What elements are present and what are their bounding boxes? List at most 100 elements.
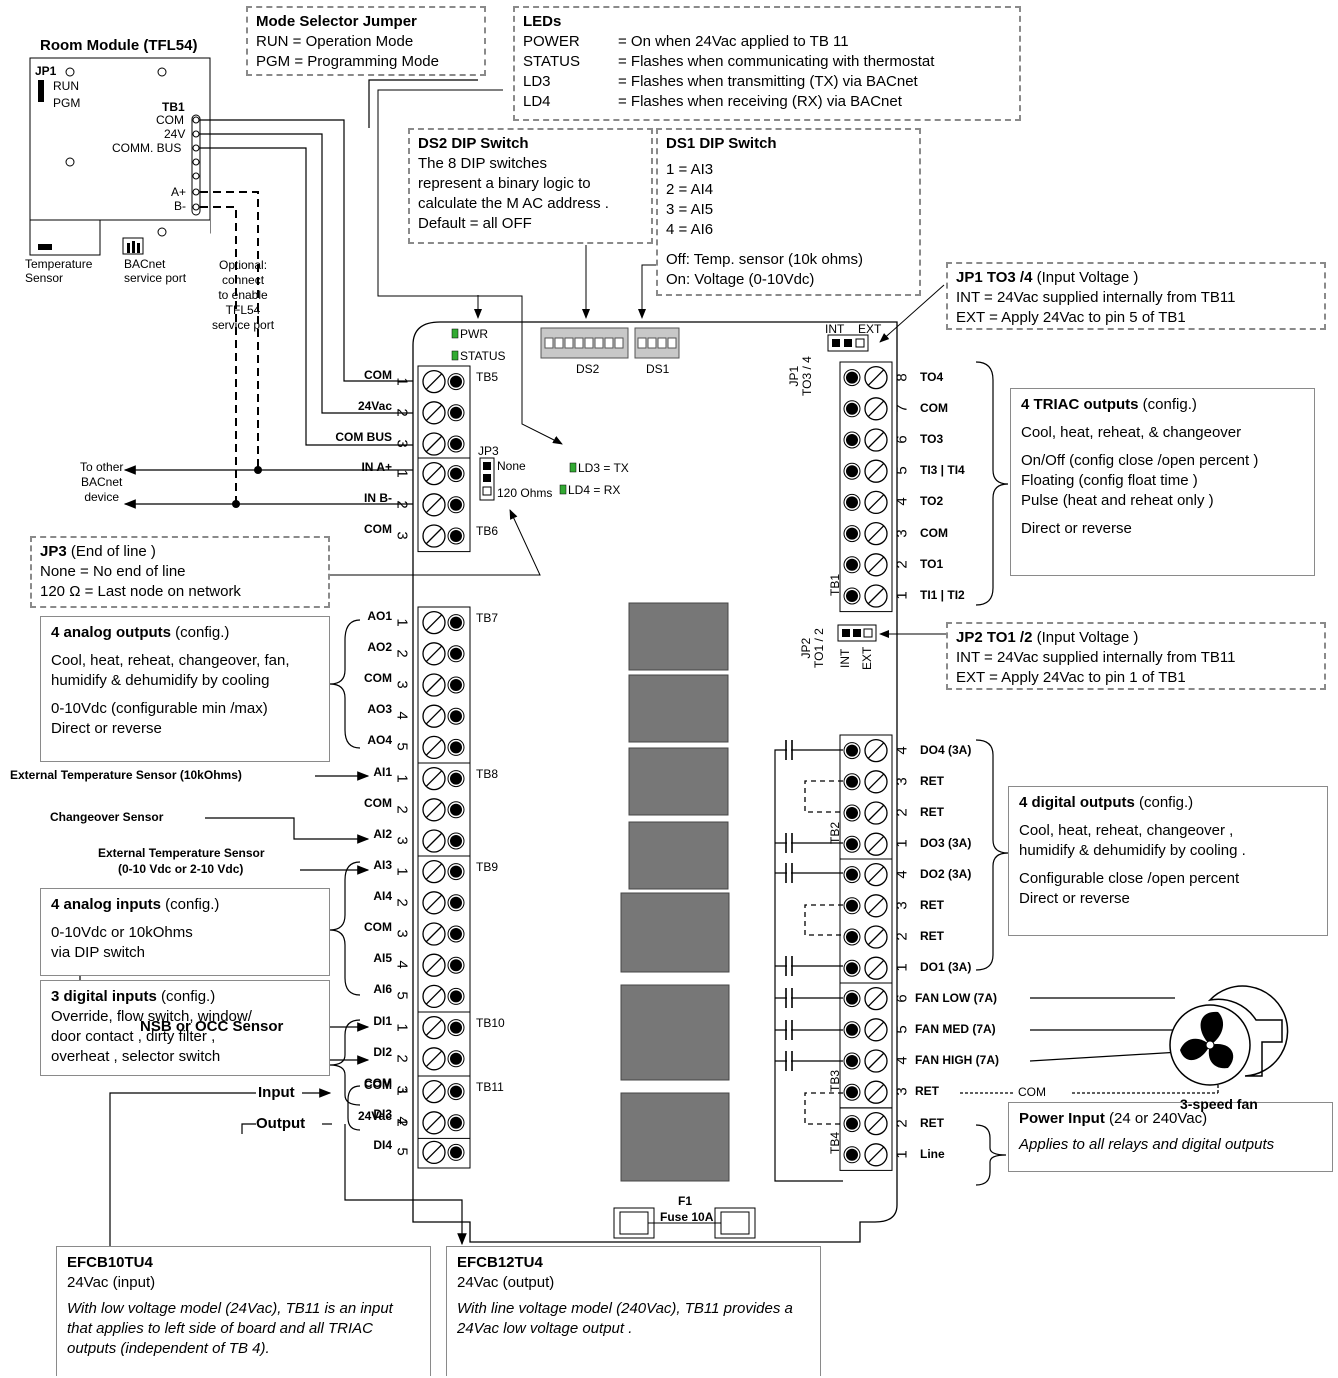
terminal-slot [425,987,443,1005]
terminal-slot [867,1146,885,1164]
terminal-slot [425,496,443,514]
digital-inputs-line: Override, flow switch, window/ [51,1008,252,1025]
terminal-dot [450,1116,462,1129]
terminal-slot [867,1083,885,1101]
terminal-dot [450,741,462,754]
tb-label: TB10 [476,1016,505,1030]
terminal-slot [867,556,885,574]
terminal-dot [450,406,462,419]
digital-outputs-subtitle: (config.) [1134,794,1194,811]
ds1-box: DS1 DIP Switch 1 = AI3 2 = AI4 3 = AI5 4… [656,128,921,296]
terminal-ring [843,1115,861,1133]
terminal-dot [846,496,858,509]
terminal-dot [450,438,462,450]
pin-number: 2 [893,560,911,569]
terminal-ring [447,404,465,422]
pin-number: 4 [893,1056,911,1065]
terminal-ring [447,863,465,881]
terminal-slot [867,866,885,884]
terminal-slot [425,404,443,422]
jp3-none-label: None [497,459,526,473]
terminal-dot [846,744,858,757]
terminal-dot [846,775,858,788]
jp2-box: JP2 TO1 /2 (Input Voltage ) INT = 24Vac … [946,622,1326,690]
jp1-jumper [827,334,869,352]
terminal-slot [425,614,443,632]
terminal-ring [843,369,861,387]
jp1-ext-label: EXT [858,322,882,336]
ds2-label: DS2 [576,362,600,376]
pin-number: 2 [893,932,911,941]
terminal-slot [425,738,443,756]
pin-number: 4 [893,497,911,507]
terminal-dot [450,896,462,909]
input-label: Input [258,1084,295,1101]
fuse [613,1207,756,1239]
ext-temp-v-range-label: (0-10 Vdc or 2-10 Vdc) [118,862,244,876]
terminal-label: COM [364,522,392,536]
room-com-label: COM [156,113,184,127]
jp3-jumper [479,457,495,501]
terminal-ring [843,493,861,511]
terminal-slot [425,863,443,881]
terminal-ring [447,373,465,391]
jp2-int-label: INT [838,648,852,668]
jp3-title: JP3 [40,543,67,560]
dip-cell [647,337,657,349]
terminal-block [839,361,893,613]
pin-number: 3 [393,439,411,448]
bacnet-service-port-label: BACnet service port [124,257,187,285]
changeover-sensor-label: Changeover Sensor [50,810,164,824]
terminal-label: COM [920,525,948,540]
terminal-ring [843,556,861,574]
pin-number: 3 [393,680,411,689]
terminal-label: TO3 [920,432,944,446]
terminal-label: RET [920,805,944,819]
terminal-label: 24Vac [357,398,392,413]
terminal-ring [843,587,861,605]
terminal-ring [447,465,465,483]
ld4-label: LD4 = RX [568,483,621,497]
room-24v-label: 24V [164,127,186,141]
terminal-dot [846,558,858,571]
terminal-dot [846,868,858,881]
terminal-slot [867,897,885,915]
ds2-line: The 8 DIP switches [418,155,547,172]
right-terminal-blocks [839,361,893,1171]
terminal-slot [867,587,885,605]
digital-outputs-line: humidify & dehumidify by cooling . [1019,842,1246,859]
terminal-ring [843,773,861,791]
mode-selector-box: Mode Selector Jumper RUN = Operation Mod… [246,6,486,76]
terminal-ring [447,496,465,514]
terminal-slot [867,1115,885,1133]
triac-line: Direct or reverse [1021,520,1132,537]
terminal-ring [447,987,465,1005]
jp3-board-label: JP3 [478,444,499,458]
pin-number: 1 [393,376,411,386]
terminal-slot [425,1019,443,1037]
room-pgm-label: PGM [53,96,81,110]
terminal-dot [450,1085,462,1098]
terminal-slot [425,435,443,453]
ds1-label: DS1 [646,362,670,376]
terminal-slot [425,1114,443,1132]
terminal-label: COM [364,920,392,934]
efcb10-sub: 24Vac (input) [67,1274,156,1291]
jp2-jumper [837,624,877,642]
pin-number: 1 [393,1022,411,1032]
jp1-subtitle: (Input Voltage ) [1032,269,1139,286]
terminal-slot [867,431,885,449]
dip-cell [637,337,647,349]
jp1-box: JP1 TO3 /4 (Input Voltage ) INT = 24Vac … [946,262,1326,330]
dip-cell [574,337,584,349]
jp2-subtitle: (Input Voltage ) [1032,629,1139,646]
terminal-dot [450,990,462,1003]
digital-outputs-box: 4 digital outputs (config.) Cool, heat, … [1008,786,1328,936]
terminal-slot [867,400,885,418]
ext-temp-v-label: External Temperature Sensor [98,846,265,860]
mode-selector-line: RUN = Operation Mode [256,33,414,50]
terminal-label: AI4 [373,888,392,903]
analog-outputs-title: 4 analog outputs [51,624,171,641]
terminal-slot [867,1052,885,1070]
terminal-label: Line [920,1146,945,1161]
